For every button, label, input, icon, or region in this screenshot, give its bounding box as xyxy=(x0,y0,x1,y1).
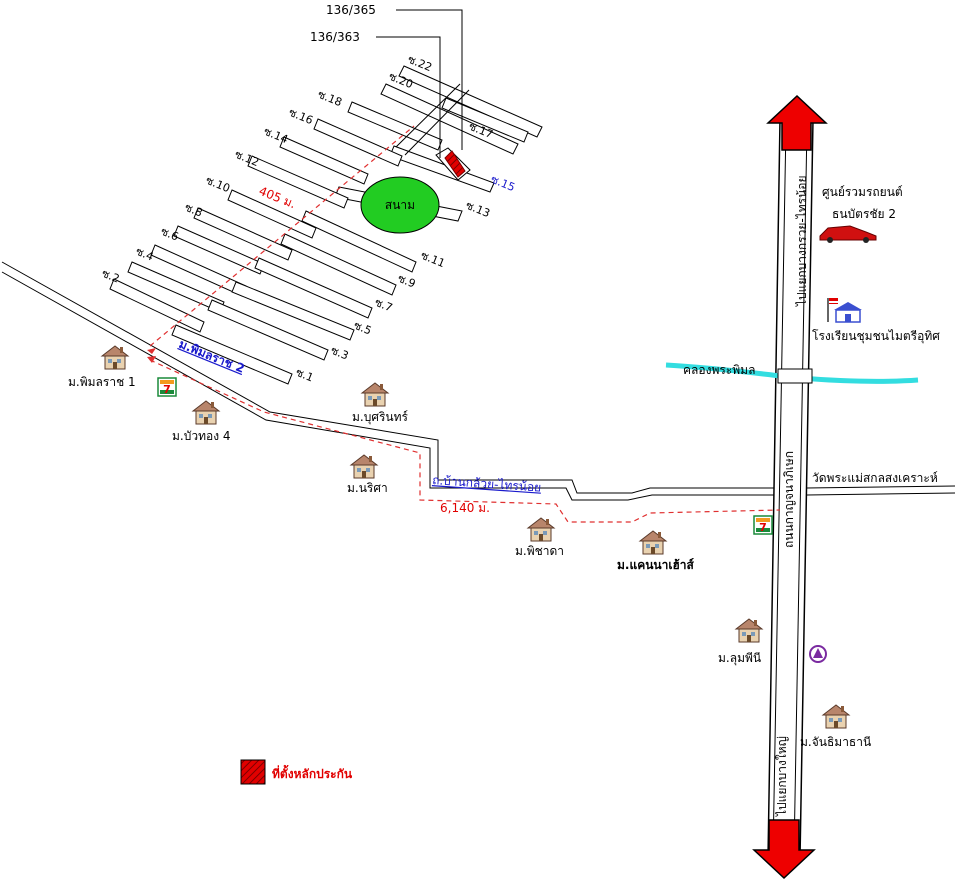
road-bankluai-label: ถ.บ้านกล้วย-ไทรน้อย xyxy=(432,473,542,495)
route-line xyxy=(149,125,781,523)
direction-south: ไปแยกบางใหญ่ xyxy=(775,736,789,817)
legend-swatch xyxy=(240,759,266,785)
canal-label: คลองพระพิมล xyxy=(683,363,755,377)
soi-9: ซ.9 xyxy=(396,272,418,291)
village-phichada: ม.พิชาดา xyxy=(515,544,564,558)
legend: ที่ตั้งหลักประกัน xyxy=(240,759,353,785)
arrow-south xyxy=(752,819,816,880)
seven-eleven-icon-left xyxy=(157,377,177,397)
village-chanthimathani-icon xyxy=(822,704,850,729)
village-buririn: ม.บุศรินทร์ xyxy=(352,410,409,425)
soi-grid xyxy=(109,65,543,385)
soi-14: ซ.14 xyxy=(262,125,290,146)
soi-2: ซ.2 xyxy=(100,267,122,286)
legend-label: ที่ตั้งหลักประกัน xyxy=(272,764,353,781)
village-lumphini-icon xyxy=(735,618,763,643)
soi-13: ซ.13 xyxy=(464,199,492,220)
collateral-plot xyxy=(444,150,466,178)
place-marker-icon xyxy=(809,645,827,663)
village-lumphini: ม.ลุมพีนี xyxy=(718,651,761,666)
village-canal-house-icon xyxy=(639,530,667,555)
village-phimonrat1-icon xyxy=(101,345,129,370)
distance-long: 6,140 ม. xyxy=(440,501,490,515)
soi-1: ซ.1 xyxy=(294,366,316,385)
village-phichada-icon xyxy=(527,517,555,542)
soi-8: ซ.8 xyxy=(183,201,205,220)
seven-eleven-icon-right xyxy=(753,515,773,535)
field xyxy=(360,176,440,234)
soi-4: ซ.4 xyxy=(134,245,156,264)
soi-12: ซ.12 xyxy=(233,148,261,169)
school-icon xyxy=(827,298,862,323)
plot-callouts xyxy=(376,9,463,158)
village-buathong4-icon xyxy=(192,400,220,425)
village-narisa: ม.นริศา xyxy=(347,481,388,495)
plot-number-1: 136/365 xyxy=(326,3,376,17)
village-chanthimathani: ม.จันธิมาธานี xyxy=(800,735,871,749)
car-center-line2: ธนบัตรชัย 2 xyxy=(832,207,896,221)
arrow-north xyxy=(766,94,828,151)
soi-18: ซ.18 xyxy=(316,88,344,109)
village-buririn-icon xyxy=(361,382,389,407)
temple-label: วัดพระแม่สกลสงเคราะห์ xyxy=(812,471,938,485)
soi-7: ซ.7 xyxy=(373,296,395,315)
village-buathong4: ม.บัวทอง 4 xyxy=(172,429,231,443)
soi-10: ซ.10 xyxy=(204,174,232,195)
soi-3: ซ.3 xyxy=(329,344,351,363)
soi-15: ซ.15 xyxy=(489,173,517,194)
plot-number-2: 136/363 xyxy=(310,30,360,44)
soi-5: ซ.5 xyxy=(352,319,374,338)
direction-north: ไปแยกบางกรวย-ไทรน้อย xyxy=(795,175,809,307)
road-bankluai xyxy=(1,261,785,501)
soi-16: ซ.16 xyxy=(287,106,315,127)
car-icon xyxy=(819,225,877,243)
road-main-name: ถนนกาญจนาภิเษก xyxy=(782,451,796,548)
soi-11: ซ.11 xyxy=(419,249,447,270)
field-label: สนาม xyxy=(385,198,415,212)
village-phimonrat1: ม.พิมลราช 1 xyxy=(68,375,136,389)
village-canal-house: ม.แคนนาเฮ้าส์ xyxy=(617,558,695,572)
village-narisa-icon xyxy=(350,454,378,479)
car-center-line1: ศูนย์รวมรถยนต์ xyxy=(822,185,903,200)
school-label: โรงเรียนชุมชนไมตรีอุทิศ xyxy=(812,329,940,344)
soi-6: ซ.6 xyxy=(159,225,181,244)
